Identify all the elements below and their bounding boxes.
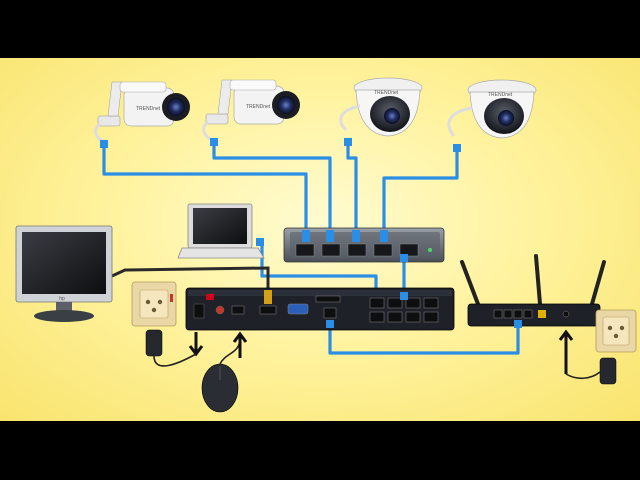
nvr-rear-ports <box>193 294 439 323</box>
rj45-connector <box>514 320 522 328</box>
antenna <box>534 254 542 306</box>
wifi-router <box>460 254 606 328</box>
poe-switch <box>283 227 445 263</box>
dome-camera-1: TRENDnet <box>339 77 423 146</box>
laptop-screen <box>193 208 247 244</box>
power-adapter-nvr <box>145 329 204 367</box>
camera-arm <box>217 79 233 115</box>
camera-lens <box>498 110 514 126</box>
rj45-connector <box>326 320 334 328</box>
adapter-brick <box>599 357 617 385</box>
bullet-camera-2: TRENDnet <box>202 79 300 146</box>
lan-port <box>323 307 337 319</box>
monitor-screen <box>22 232 106 294</box>
rj45-connector <box>100 140 108 148</box>
dome-camera-2: TRENDnet <box>447 79 537 152</box>
adapter-brick <box>145 329 163 357</box>
bullet-camera-1: TRENDnet <box>94 81 190 148</box>
nvr-body <box>185 287 455 331</box>
audio-port <box>215 305 225 315</box>
router-power-port <box>562 310 570 318</box>
camera-mount <box>205 113 229 125</box>
camera-lens-glass <box>167 98 185 116</box>
rj45-connector <box>453 144 461 152</box>
mouse <box>201 331 248 413</box>
usb-port <box>231 305 245 315</box>
wall-socket-left <box>131 281 177 327</box>
camera-brand-label: TRENDnet <box>374 90 399 96</box>
cable-dome-camera-1 <box>346 146 358 230</box>
camera-pigtail <box>339 104 361 132</box>
laptop <box>177 203 265 259</box>
camera-mount <box>97 115 121 127</box>
monitor: hp <box>15 225 113 322</box>
esata-port <box>315 295 341 303</box>
arrow-up-icon <box>558 329 574 341</box>
antenna <box>460 260 480 306</box>
camera-pigtail <box>202 120 213 142</box>
rj45-connector <box>400 292 408 300</box>
power-switch <box>206 294 214 300</box>
monitor-stand <box>34 310 94 322</box>
camera-lens-glass <box>277 96 295 114</box>
poe-ports <box>369 297 439 323</box>
hdmi-cable <box>111 266 270 294</box>
cable-bullet-camera-1 <box>102 146 308 230</box>
cable-bullet-camera-2 <box>212 144 332 230</box>
mouse-cable <box>219 337 241 365</box>
antenna <box>590 260 606 306</box>
camera-pigtail <box>94 122 105 144</box>
monitor-brand-label: hp <box>59 296 65 302</box>
power-adapter-router <box>558 329 617 385</box>
switch-ports <box>295 243 419 257</box>
vga-port <box>287 303 309 315</box>
arrow-up-icon <box>232 331 248 343</box>
camera-hood <box>119 81 167 93</box>
adapter-cable <box>565 371 601 380</box>
rj45-connector <box>344 138 352 146</box>
cable-dome-camera-2 <box>382 150 459 230</box>
monitor-neck <box>56 302 72 312</box>
rj45-connector <box>210 138 218 146</box>
camera-pigtail <box>447 106 473 137</box>
network-diagram: TRENDnet TRENDnet TRENDnet TRENDnet <box>0 58 640 421</box>
laptop-keyboard-base <box>177 247 265 259</box>
router-body <box>467 303 601 327</box>
camera-arm <box>107 81 123 117</box>
camera-brand-label: TRENDnet <box>488 92 513 98</box>
nvr <box>185 287 455 331</box>
cable-nvr-to-router <box>328 323 520 355</box>
power-led <box>428 248 432 252</box>
rj45-connector <box>256 238 264 246</box>
wall-socket-right <box>595 309 637 353</box>
camera-lens <box>384 108 400 124</box>
hdmi-connector <box>264 290 272 304</box>
camera-brand-label: TRENDnet <box>246 104 271 110</box>
hdmi-port <box>259 305 277 315</box>
diagram-canvas: TRENDnet TRENDnet TRENDnet TRENDnet <box>15 77 637 413</box>
camera-hood <box>229 79 277 91</box>
router-wan-port <box>538 310 546 318</box>
camera-brand-label: TRENDnet <box>136 106 161 112</box>
adapter-cable <box>153 353 197 367</box>
power-port <box>193 303 205 319</box>
router-lan-ports <box>493 309 533 319</box>
switch-plugged-connectors <box>302 230 408 262</box>
